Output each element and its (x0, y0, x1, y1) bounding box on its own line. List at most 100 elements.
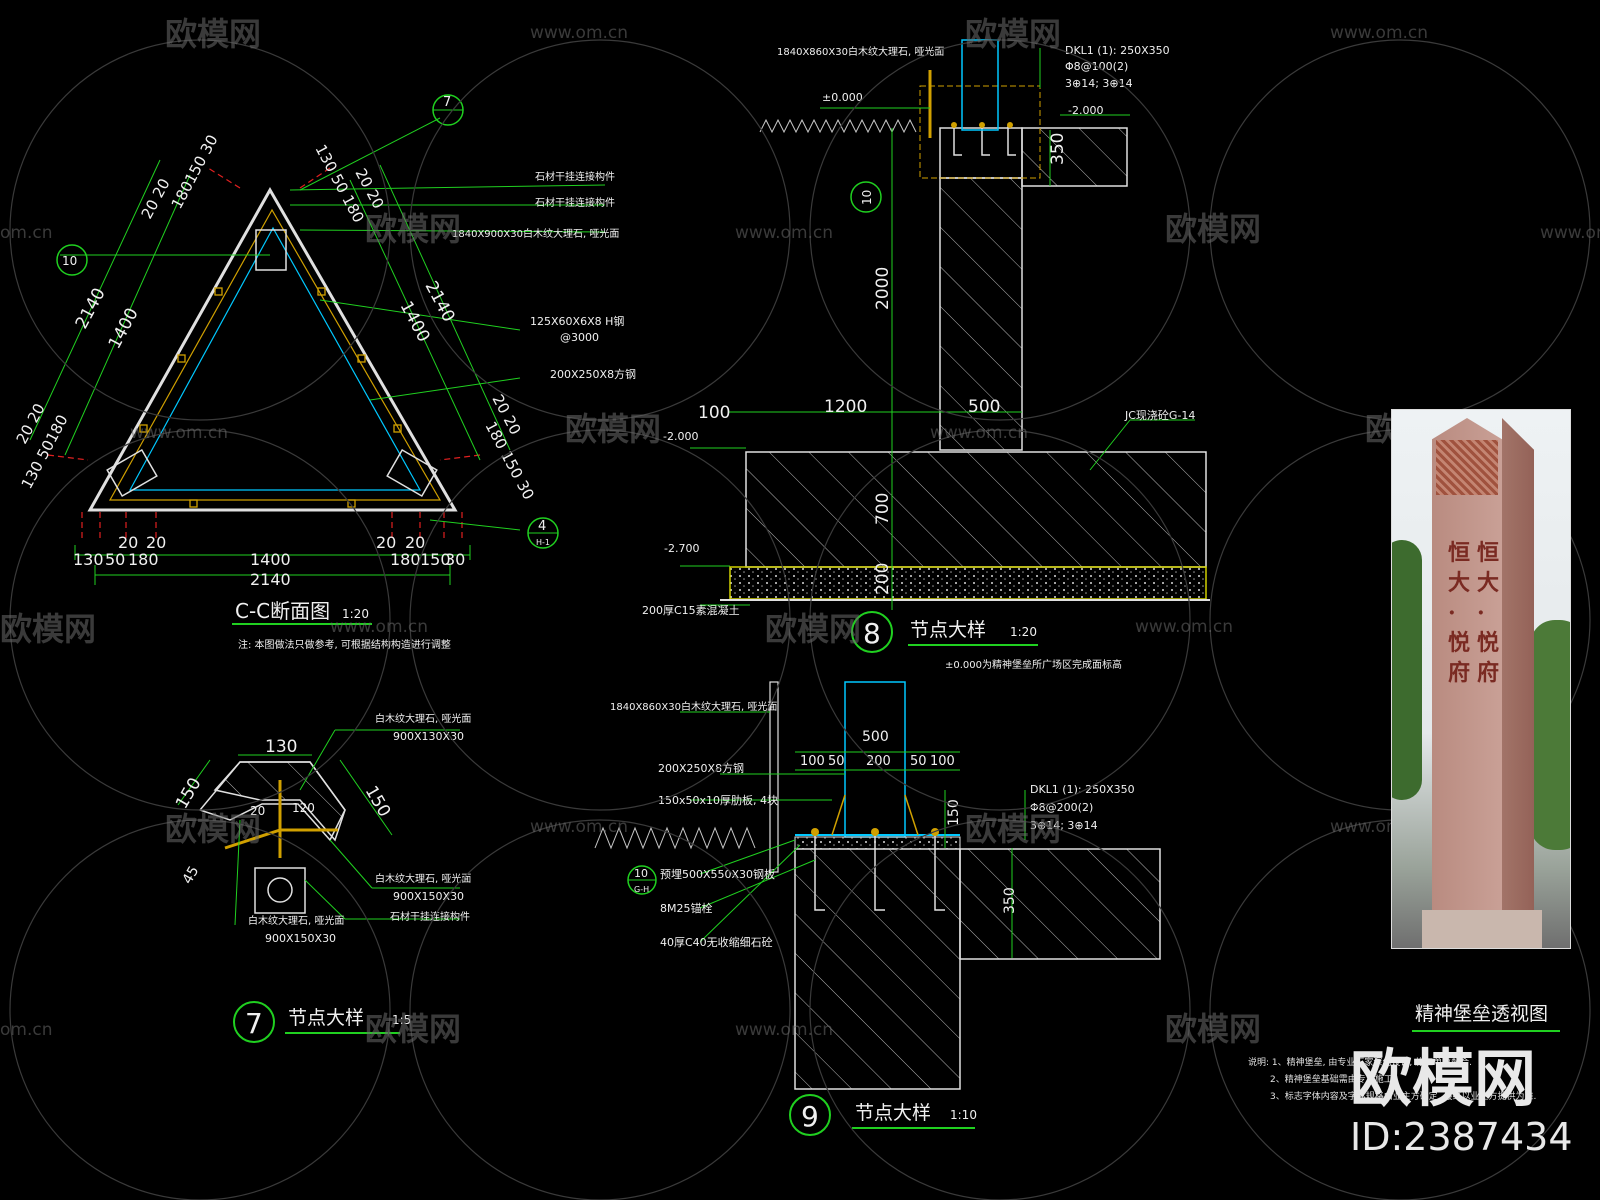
watermark-brand: 欧模网 (165, 810, 261, 848)
photo-tree-right (1530, 620, 1570, 850)
cc-dim-2140-right: 2140 (421, 278, 459, 326)
svg-text:180: 180 (128, 550, 159, 569)
photo-monument-top-pattern (1436, 440, 1498, 495)
node7-bolt (267, 877, 293, 903)
watermark-url: www.om.cn (735, 1020, 833, 1040)
perspective-photo: 恒大·悦府 恒大·悦府 (1391, 409, 1571, 949)
watermark-brand: 欧模网 (965, 15, 1061, 53)
cc-label-dry-hang-2: 石材干挂连接构件 (535, 196, 615, 209)
node9-ground-beam (959, 848, 1161, 960)
node8-steel-tube (961, 39, 999, 131)
node7-dim-45: 45 (180, 864, 203, 887)
photo-monument-left-face (1432, 418, 1502, 948)
node8-label-base: 200厚C15素混凝土 (642, 603, 740, 617)
node7-view: 130 150 150 45 20 120 白木纹大理石, 哑光面 900X13… (172, 712, 471, 1043)
watermark-brand: 欧模网 (365, 1010, 461, 1048)
node9-number-circle (789, 1094, 831, 1136)
node8-level-2-upper: -2.000 (1068, 104, 1103, 117)
cc-dim-1400-left: 1400 (105, 305, 143, 353)
node8-pedestal (939, 127, 1023, 179)
watermark-url: www.om.cn (530, 23, 628, 43)
node8-dim-100: 100 (698, 403, 730, 423)
node9-dim-350: 350 (1002, 887, 1018, 914)
svg-text:4: 4 (538, 519, 546, 534)
node9-number: 9 (801, 1100, 819, 1133)
node7-outline (198, 761, 346, 842)
node9-grass (594, 826, 756, 850)
node9-scale: 1:10 (950, 1108, 977, 1122)
node8-blinding (729, 566, 1207, 600)
svg-text:150: 150 (420, 550, 451, 569)
node9-label-plate: 预埋500X550X30钢板 (660, 867, 775, 881)
watermark-brand-large: 欧模网 (1350, 1042, 1536, 1115)
node7-number-circle (233, 1001, 275, 1043)
node8-label-stone: 1840X860X30白木纹大理石, 哑光面 (777, 45, 944, 58)
node9-dim-150: 150 (946, 799, 962, 826)
node7-label-a1: 白木纹大理石, 哑光面 (375, 712, 471, 725)
notes-line-3: 3、标志字体内容及字体规格由业主方确定, 最终以业主方提供为准. (1270, 1090, 1536, 1102)
watermark-brand: 欧模网 (1165, 210, 1261, 248)
cc-dim-1400-right: 1400 (396, 298, 434, 346)
node9-label-dkl: DKL1 (1): 250X350 (1030, 783, 1135, 796)
node8-number: 8 (863, 617, 881, 650)
node8-label-jc: JC现浇砼G-14 (1124, 409, 1195, 422)
node7-dim-20: 20 (250, 804, 265, 818)
node7-label-d1: 石材干挂连接构件 (390, 910, 470, 923)
svg-text:130: 130 (73, 550, 104, 569)
node7-dim-left: 150 (172, 774, 206, 812)
node9-label-tube: 200X250X8方钢 (658, 761, 744, 775)
node8-dim-lines (680, 48, 1195, 610)
cc-steel-frame (108, 208, 442, 501)
watermark-brand: 欧模网 (565, 410, 661, 448)
node8-ground-beam (1021, 127, 1128, 187)
node9-dim-row-0: 100 (800, 754, 825, 769)
node9-label-grout: 40厚C40无收缩细石砼 (660, 935, 773, 949)
node9-dim-row-3: 50 (910, 754, 927, 769)
node8-level-2-lower: -2.000 (663, 430, 698, 443)
node8-title: 节点大样 (910, 619, 986, 641)
node7-dim-top: 130 (265, 737, 297, 757)
node8-anchor-bolts (953, 125, 1016, 156)
cc-dim-20-20-a: 20 20 (138, 176, 174, 222)
node8-level-27: -2.700 (664, 542, 699, 555)
node8-label-dkl: DKL1 (1): 250X350 (1065, 44, 1170, 57)
svg-text:50: 50 (105, 550, 125, 569)
watermark-url: www.om.cn (930, 423, 1028, 443)
cc-callout-top: 7 (432, 94, 464, 126)
svg-text:20: 20 (118, 533, 138, 552)
node9-label-bolt: 8M25锚栓 (660, 901, 713, 915)
node8-dim-2000: 2000 (873, 267, 893, 310)
cc-label-dry-hang-1: 石材干挂连接构件 (535, 170, 615, 183)
watermark-url-short: om.cn (0, 1020, 53, 1040)
svg-text:G-H: G-H (634, 885, 649, 894)
perspective-title: 精神堡垒透视图 (1415, 1003, 1548, 1025)
node7-label-c2: 900X150X30 (265, 932, 336, 945)
node8-dim-200: 200 (873, 563, 893, 595)
node8-dim-1200: 1200 (824, 397, 867, 417)
watermark-id: ID:2387434 (1350, 1115, 1573, 1159)
node9-dim-row-4: 100 (930, 754, 955, 769)
node7-scale: 1:5 (392, 1013, 411, 1027)
node9-view: 500 100 50 200 50 100 150 350 1840X860X3… (594, 681, 1161, 1136)
cc-anchor-marks (139, 287, 402, 508)
node8-view: 350 2000 100 1200 500 700 200 1840X860X3… (642, 39, 1210, 671)
watermark-url: www.om.cn (130, 423, 228, 443)
watermark-url: www.om.cn (1330, 23, 1428, 43)
node7-dim-lines (177, 729, 460, 926)
cc-red-axes (47, 167, 481, 540)
node8-dim-700: 700 (873, 493, 893, 525)
node8-detail-frame (919, 85, 1041, 179)
watermark-brand: 欧模网 (365, 210, 461, 248)
watermark-url: www.om.cn (530, 817, 628, 837)
cc-callout-right: 4 H-1 (527, 517, 559, 549)
watermark-url: www.om.cn (330, 617, 428, 637)
cc-label-h-steel-spacing: @3000 (560, 331, 599, 344)
node8-note: ±0.000为精神堡垒所广场区完成面标高 (945, 658, 1122, 671)
svg-text:H-1: H-1 (536, 538, 550, 547)
node8-grass (759, 118, 917, 134)
cc-dim-2140-left: 2140 (72, 285, 110, 333)
watermark-url: www.om.cn (1135, 617, 1233, 637)
node8-bolt-heads (951, 122, 1013, 128)
cc-label-h-steel: 125X60X6X8 H钢 (530, 315, 624, 328)
